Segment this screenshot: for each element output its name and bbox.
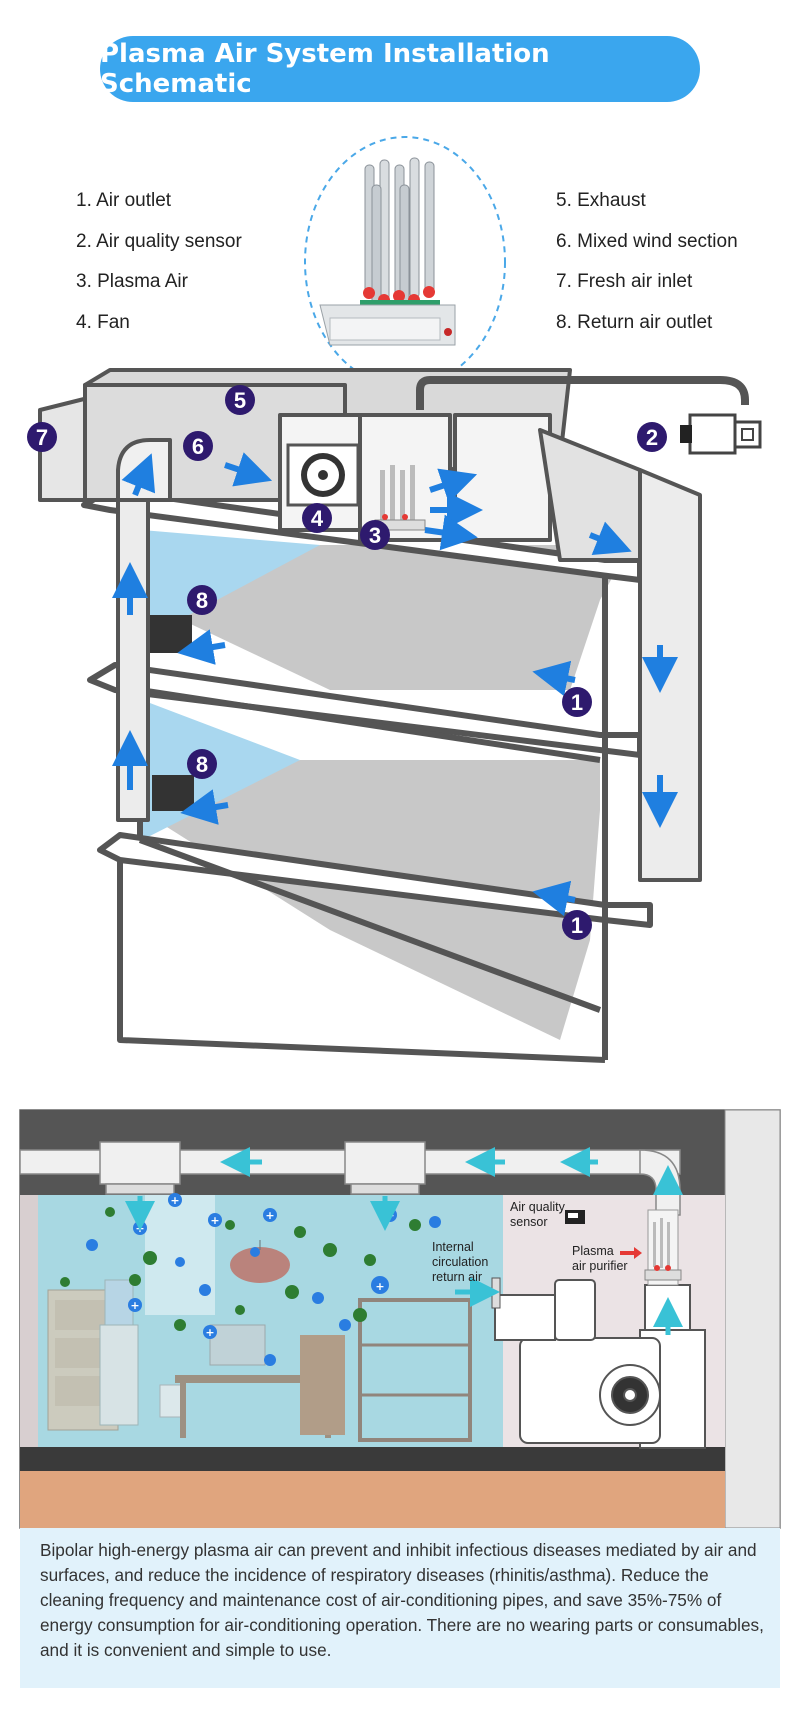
- air-quality-sensor-box-icon: [565, 1210, 585, 1224]
- svg-text:1: 1: [571, 690, 583, 715]
- air-quality-sensor-icon: [680, 413, 762, 455]
- label-internal-line3: return air: [432, 1270, 482, 1284]
- legend-left: 1. Air outlet 2. Air quality sensor 3. P…: [76, 181, 242, 343]
- marker-4: 4: [302, 503, 332, 533]
- svg-text:4: 4: [311, 506, 324, 531]
- return-outlet-lower-icon: [152, 775, 194, 811]
- marker-8-upper: 8: [187, 585, 217, 615]
- flow-arrow: [588, 521, 632, 556]
- svg-text:+: +: [135, 1222, 144, 1235]
- legend-item-air-quality-sensor: 2. Air quality sensor: [76, 230, 242, 252]
- flow-arrow: [177, 629, 226, 665]
- description-panel: [20, 1528, 780, 1688]
- plasma-purifier-icon: [644, 1209, 682, 1286]
- flow-arrow: [224, 452, 273, 487]
- svg-text:2: 2: [646, 425, 658, 450]
- svg-text:3: 3: [369, 523, 381, 548]
- svg-text:7: 7: [36, 425, 48, 450]
- svg-text:8: 8: [196, 752, 208, 777]
- roof-duct: [38, 368, 749, 882]
- page-title: Plasma Air System Installation Schematic: [100, 36, 700, 102]
- svg-text:6: 6: [192, 434, 204, 459]
- marker-1-upper: 1: [562, 687, 592, 717]
- svg-text:+: +: [375, 1280, 384, 1293]
- legend-item-exhaust: 5. Exhaust: [556, 190, 646, 211]
- legend-item-return-air-outlet: 8. Return air outlet: [556, 311, 713, 333]
- air-handling-unit: [494, 1279, 706, 1449]
- flow-arrows: [112, 452, 678, 917]
- svg-text:5: 5: [234, 388, 246, 413]
- side-wall: [724, 1109, 781, 1529]
- fan-icon: [286, 443, 360, 507]
- marker-8-lower: 8: [187, 749, 217, 779]
- label-purifier-line2: air purifier: [572, 1259, 628, 1273]
- marker-6: 6: [183, 431, 213, 461]
- room-flow-arrows: [125, 1147, 683, 1335]
- svg-text:+: +: [210, 1214, 219, 1227]
- legend-item-air-outlet: 1. Air outlet: [76, 190, 172, 211]
- legend-item-mixed-wind-section: 6. Mixed wind section: [556, 230, 738, 252]
- label-air-quality-line1: Air quality: [510, 1200, 566, 1214]
- marker-1-lower: 1: [562, 910, 592, 940]
- marker-5: 5: [225, 385, 255, 415]
- marker-7: 7: [27, 422, 57, 452]
- svg-text:+: +: [265, 1209, 274, 1222]
- legend-item-fan: 4. Fan: [76, 311, 130, 333]
- plasma-device-zoom: [304, 136, 506, 470]
- building-frame: [81, 487, 653, 1063]
- label-internal-line2: circulation: [432, 1255, 488, 1269]
- svg-text:+: +: [205, 1326, 214, 1339]
- svg-text:+: +: [130, 1299, 139, 1312]
- label-air-quality-line2: sensor: [510, 1215, 548, 1229]
- marker-2: 2: [637, 422, 667, 452]
- svg-text:+: +: [170, 1194, 179, 1207]
- svg-text:8: 8: [196, 588, 208, 613]
- return-grille-icon: [491, 1277, 501, 1309]
- flow-arrow: [532, 660, 576, 697]
- floor-slab: [20, 1447, 725, 1471]
- flow-arrow: [121, 453, 156, 497]
- duct-schematic: 5 7 6 2 4 3 8 8 1 1: [27, 136, 762, 1063]
- office-furniture: [47, 1195, 472, 1442]
- description-text: Bipolar high-energy plasma air can preve…: [40, 1540, 764, 1660]
- svg-text:1: 1: [571, 913, 583, 938]
- ground: [20, 1471, 725, 1528]
- flow-arrow: [429, 468, 478, 503]
- flow-arrow: [532, 880, 576, 917]
- legend-item-fresh-air-inlet: 7. Fresh air inlet: [556, 271, 693, 292]
- flow-arrow: [424, 514, 478, 551]
- plasma-unit-icon: [374, 465, 426, 531]
- room-scene: + + + + + + + +: [19, 1109, 781, 1529]
- marker-3: 3: [360, 520, 390, 550]
- legend-right: 5. Exhaust 6. Mixed wind section 7. Fres…: [556, 181, 738, 343]
- label-internal-line1: Internal: [432, 1240, 474, 1254]
- plasma-tubes-icon: [319, 157, 456, 346]
- label-purifier-line1: Plasma: [572, 1244, 614, 1258]
- legend-item-plasma-air: 3. Plasma Air: [76, 271, 188, 292]
- numbered-markers: 5 7 6 2 4 3 8 8 1 1: [27, 385, 667, 940]
- return-outlet-upper-icon: [150, 615, 192, 653]
- flow-arrow: [180, 789, 229, 825]
